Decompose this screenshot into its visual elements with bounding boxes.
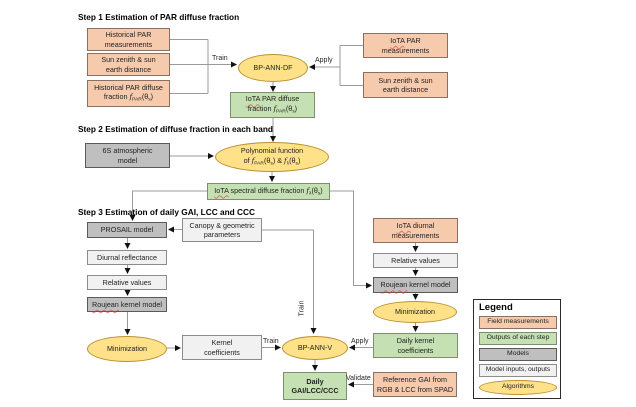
edge-label-validate: Validate	[346, 375, 371, 382]
legend-item-models: Models	[479, 348, 557, 361]
step1-title: Step 1 Estimation of PAR diffuse fractio…	[78, 12, 240, 22]
node-relative-values-left: Relative values	[87, 275, 167, 290]
legend-item-algorithms: Algorithms	[479, 380, 557, 395]
edge-spectral-prosail	[129, 190, 207, 221]
node-roujean-kernel-model-left: Roujean kernel model	[87, 297, 167, 312]
node-relative-values-right: Relative values	[373, 253, 458, 268]
legend: Legend Field measurements Outputs of eac…	[473, 299, 561, 399]
legend-item-outputs: Outputs of each step	[479, 332, 557, 345]
node-prosail-model: PROSAIL model	[87, 222, 167, 238]
edge-spectral-roujean-r	[330, 190, 372, 289]
legend-title: Legend	[479, 302, 513, 313]
node-bp-ann-v: BP-ANN-V	[282, 336, 348, 360]
edge-label-train-step1: Train	[212, 55, 228, 62]
step2-title: Step 2 Estimation of diffuse fraction in…	[78, 124, 274, 134]
edge-label-apply-step1: Apply	[315, 57, 333, 64]
edge-canopy-bpannv	[262, 229, 317, 334]
merge-right-step1	[339, 45, 363, 86]
legend-item-model-inputs-outputs: Model inputs, outputs	[479, 364, 557, 377]
merge-left-step1	[170, 39, 209, 94]
edge-label-train-bpannv: Train	[263, 338, 279, 345]
legend-item-field-measurements: Field measurements	[479, 316, 557, 329]
node-diurnal-reflectance: Diurnal reflectance	[87, 250, 167, 265]
node-roujean-kernel-model-right: Roujean kernel model	[373, 277, 458, 293]
step3-title: Step 3 Estimation of daily GAI, LCC and …	[78, 207, 256, 217]
node-minimization-right: Minimization	[373, 301, 457, 323]
node-iota-spectral-diffuse-fraction: IoTA spectral diffuse fraction fλ(θs)	[207, 183, 330, 200]
node-bp-ann-df: BP-ANN-DF	[238, 54, 308, 82]
edge-label-train-vertical: Train	[298, 300, 306, 317]
node-minimization-left: Minimization	[87, 336, 167, 362]
edge-label-apply-bpannv: Apply	[351, 338, 369, 345]
